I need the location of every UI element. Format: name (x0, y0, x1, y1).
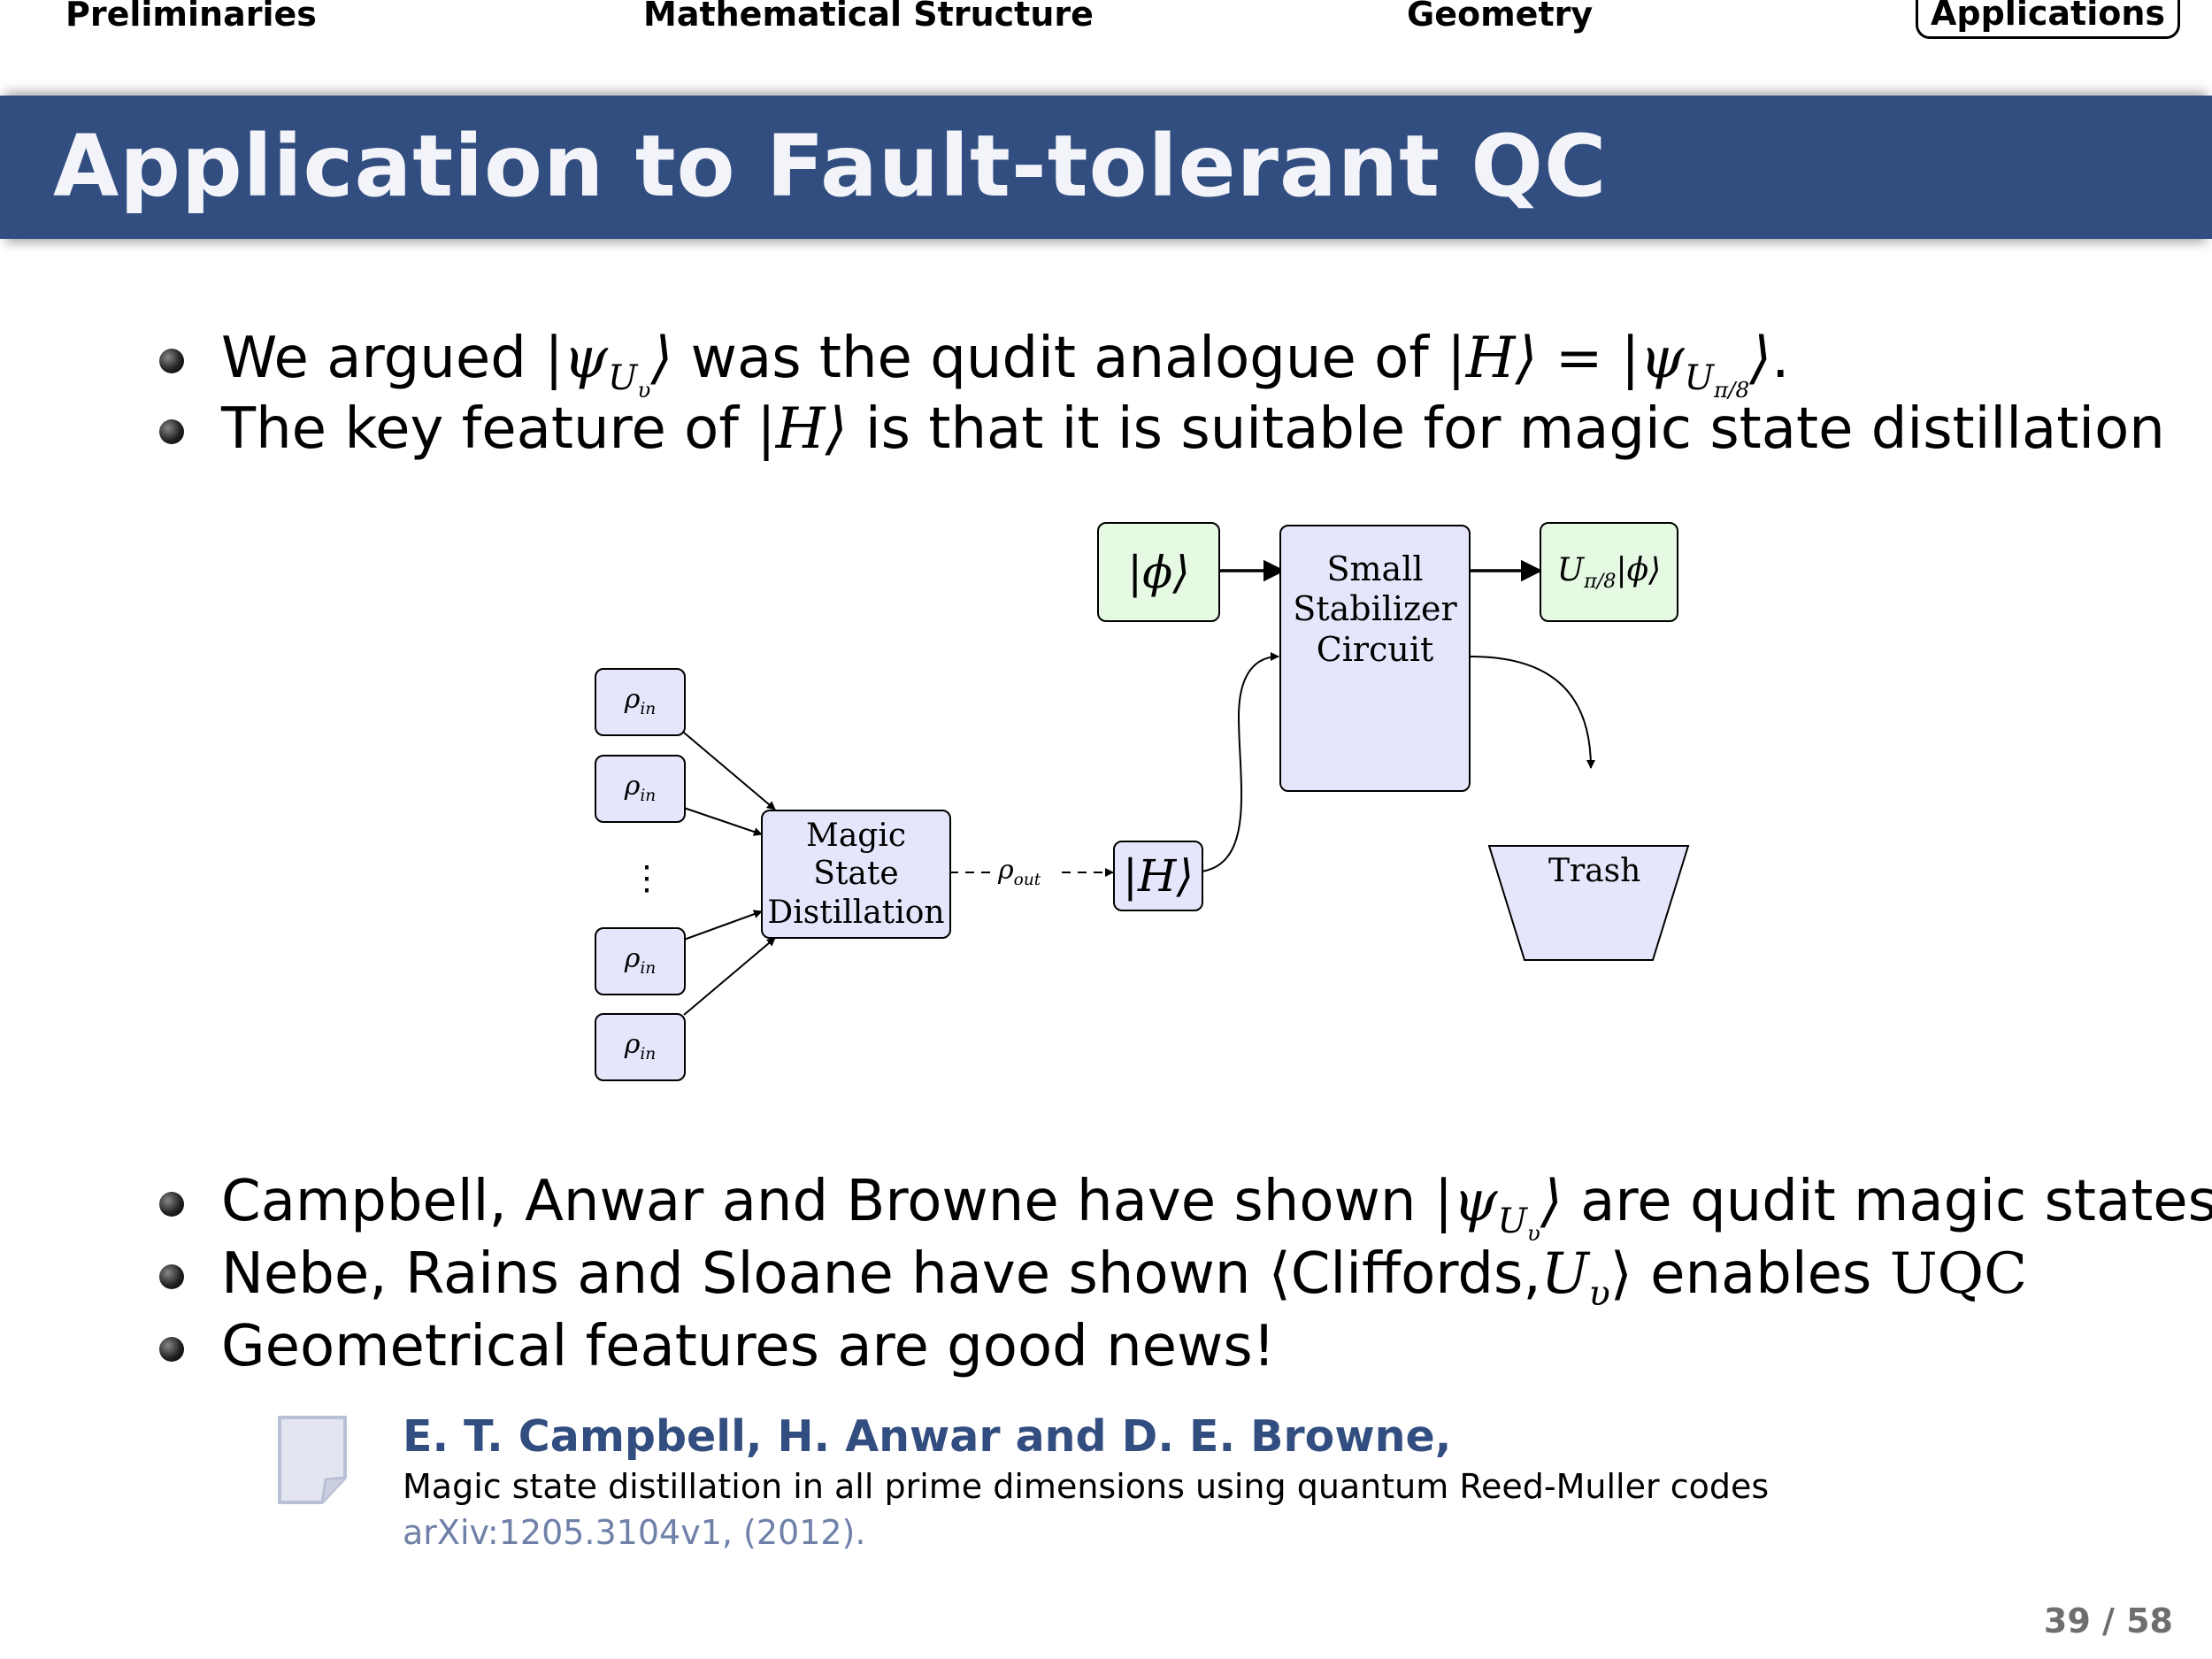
bullet-text: Campbell, Anwar and Browne have shown |ψ… (221, 1169, 2212, 1246)
bullet-text: We argued |ψUυ⟩ was the qudit analogue o… (221, 326, 1790, 403)
title-bar: Application to Fault-tolerant QC (0, 96, 2212, 239)
small-stabilizer-circuit-box: Small Stabilizer Circuit (1279, 525, 1471, 792)
rho-in-node: ρin (595, 668, 686, 736)
rho-in-node: ρin (595, 1013, 686, 1081)
arrow-rho-in-1 (683, 732, 776, 810)
bullet-marker (159, 1337, 184, 1362)
arrow-rho-in-3 (683, 910, 763, 941)
nav-item-mathematical-structure[interactable]: Mathematical Structure (643, 0, 1094, 34)
bullet-text: Geometrical features are good news! (221, 1314, 1276, 1379)
reference-authors: E. T. Campbell, H. Anwar and D. E. Brown… (403, 1411, 1452, 1462)
phi-input-node: |ϕ⟩ (1097, 522, 1220, 622)
nav-item-applications[interactable]: Applications (1916, 0, 2180, 39)
trash-bin-shape (1487, 845, 1690, 961)
bullet-text: The key feature of |H⟩ is that it is sui… (221, 396, 2165, 462)
slide-title: Application to Fault-tolerant QC (53, 117, 1608, 216)
nav-item-preliminaries[interactable]: Preliminaries (65, 0, 317, 34)
nav-item-geometry[interactable]: Geometry (1407, 0, 1594, 34)
page-number: 39 / 58 (2043, 1601, 2173, 1640)
bullet-marker (159, 419, 184, 444)
h-state-node: |H⟩ (1113, 841, 1203, 911)
magic-state-distillation-box: Magic State Distillation (761, 810, 951, 939)
output-state-node: Uπ/8|ϕ⟩ (1540, 522, 1678, 622)
arrow-h-to-circuit (1201, 652, 1279, 872)
arrow-rho-in-2 (683, 807, 763, 836)
reference-source[interactable]: arXiv:1205.3104v1, (2012). (403, 1513, 866, 1552)
rho-in-node: ρin (595, 927, 686, 995)
trash-label: Trash (1548, 853, 1641, 889)
rho-in-node: ρin (595, 755, 686, 823)
section-navigation: Preliminaries Mathematical Structure Geo… (0, 0, 2212, 39)
bullet-marker (159, 349, 184, 373)
bullet-text: Nebe, Rains and Sloane have shown ⟨Cliff… (221, 1241, 2028, 1314)
bullet-marker (159, 1264, 184, 1289)
document-icon (278, 1416, 347, 1504)
bullet-marker (159, 1192, 184, 1217)
reference-title: Magic state distillation in all prime di… (403, 1467, 1770, 1506)
arrow-rho-in-4 (683, 937, 776, 1016)
rho-out-label: ρout (998, 855, 1041, 889)
vertical-ellipsis: ⋮ (630, 858, 664, 897)
arrow-circuit-to-trash (1470, 656, 1595, 769)
